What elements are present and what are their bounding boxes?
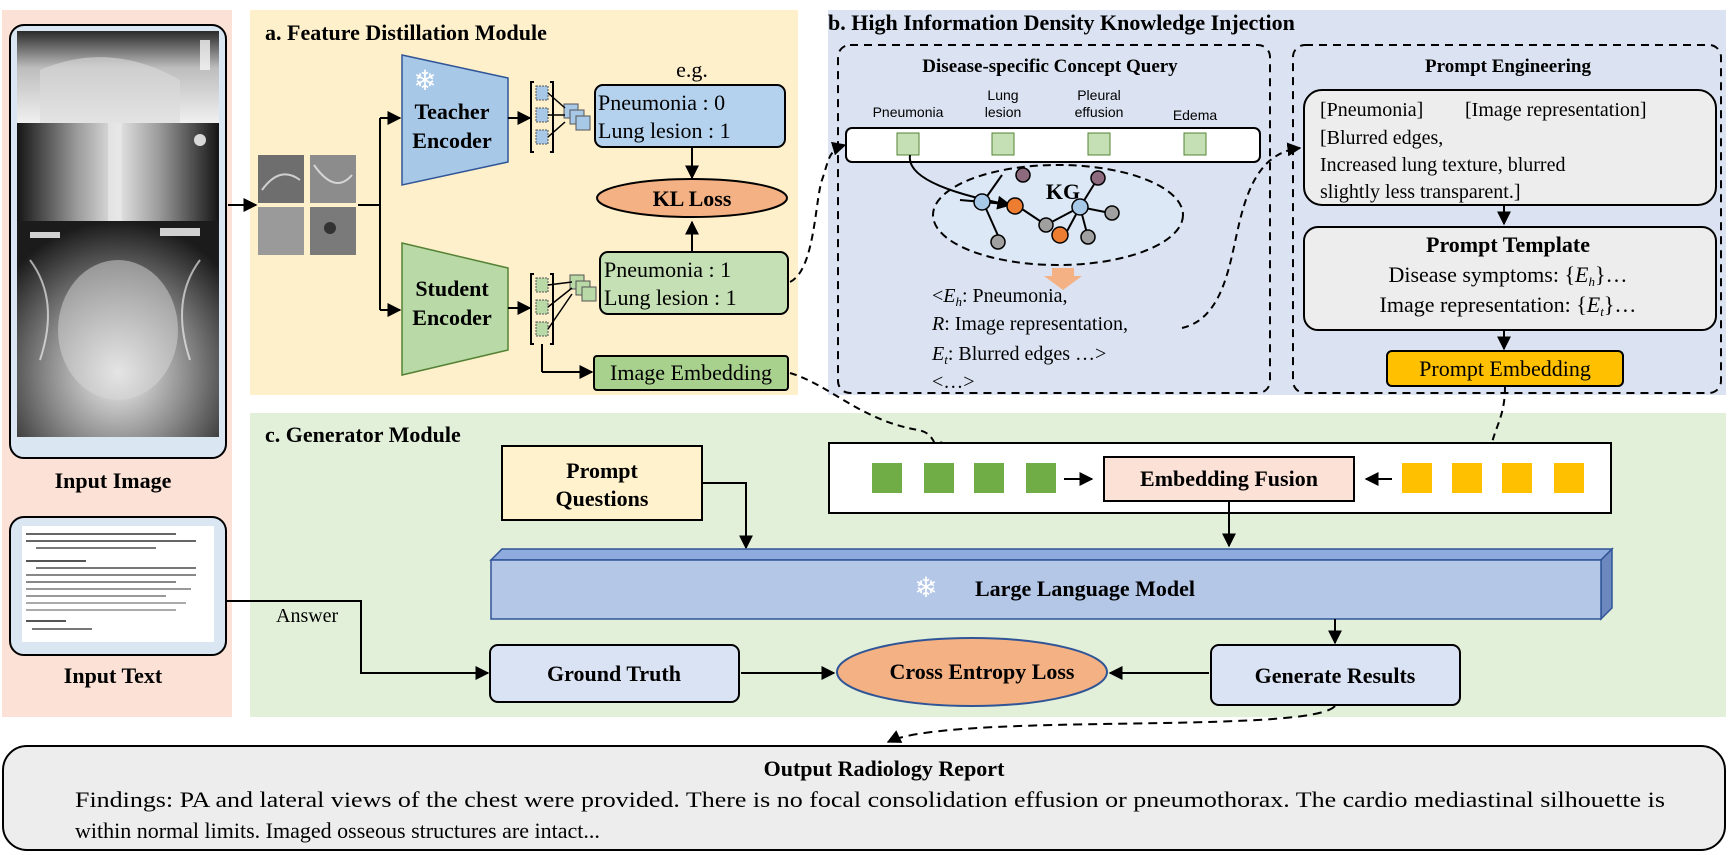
knowledge-module-title: b. High Information Density Knowledge In… <box>828 10 1295 35</box>
chest-xray-image-3 <box>17 221 219 437</box>
arrow-prompt-questions-to-llm <box>703 482 753 550</box>
arrow-student-to-concept-query <box>789 141 847 283</box>
image-token-3 <box>974 463 1004 493</box>
prompt-template-box <box>1303 226 1717 331</box>
prompt-token-2 <box>1452 463 1482 493</box>
prompt-text-line3: Increased lung texture, blurred <box>1320 154 1565 176</box>
teacher-prediction-box <box>594 84 786 148</box>
student-prediction-box <box>599 251 789 315</box>
snowflake-icon: ❄ <box>914 572 937 603</box>
concept-pleural-effusion-line2: effusion <box>1075 104 1124 120</box>
answer-label: Answer <box>276 605 339 627</box>
concept-pleural-effusion-line1: Pleural <box>1077 87 1121 103</box>
concept-token-pleural-effusion <box>1087 132 1111 156</box>
teacher-prediction-lung-lesion: Lung lesion : 1 <box>598 118 731 143</box>
output-report-line1: Findings: PA and lateral views of the ch… <box>75 787 1665 812</box>
prompt-questions-label-line1: Prompt <box>566 458 638 483</box>
embedding-fusion-label: Embedding Fusion <box>1140 466 1318 491</box>
snowflake-icon: ❄ <box>413 65 436 96</box>
prompt-template-title: Prompt Template <box>1426 232 1590 257</box>
input-image-label: Input Image <box>55 468 172 493</box>
teacher-prediction-pneumonia: Pneumonia : 0 <box>598 90 725 115</box>
arrow-image-embedding-to-fusion <box>789 372 943 457</box>
prompt-engineering-box <box>1292 44 1722 394</box>
student-prediction-lung-lesion: Lung lesion : 1 <box>604 285 737 310</box>
prompt-text-line2: [Blurred edges, <box>1320 127 1443 149</box>
example-label: e.g. <box>676 57 708 82</box>
concept-query-title: Disease-specific Concept Query <box>922 56 1178 77</box>
student-feature-tokens <box>530 273 597 379</box>
teacher-encoder-label-line2: Encoder <box>412 128 492 153</box>
image-embedding-box <box>593 355 789 391</box>
input-text-label: Input Text <box>64 663 163 688</box>
teacher-encoder <box>401 54 509 186</box>
prompt-engineering-title: Prompt Engineering <box>1425 56 1591 77</box>
image-patches <box>258 155 356 255</box>
arrow-input-text-to-ground-truth <box>226 600 490 680</box>
cross-entropy-loss-label: Cross Entropy Loss <box>889 659 1074 684</box>
prompt-template-line2: Image representation: {Et}… <box>1380 292 1637 319</box>
input-text-document <box>22 526 214 642</box>
output-report-title: Output Radiology Report <box>764 756 1005 781</box>
concept-token-lung-lesion <box>991 132 1015 156</box>
concept-lung-lesion-line2: lesion <box>985 104 1022 120</box>
triple-head: <Eh: Pneumonia, <box>932 285 1068 309</box>
llm-label: Large Language Model <box>975 576 1195 601</box>
concept-query-box <box>837 44 1271 394</box>
kl-loss-label: KL Loss <box>653 186 732 211</box>
generate-results-label: Generate Results <box>1255 663 1416 688</box>
triple-tail: Et: Blurred edges …> <box>931 343 1106 367</box>
kg-nodes <box>973 167 1120 250</box>
prompt-text-line1b: [Image representation] <box>1465 99 1647 121</box>
output-report-line2: within normal limits. Imaged osseous str… <box>75 818 600 843</box>
concept-token-edema <box>1183 132 1207 156</box>
prompt-token-4 <box>1554 463 1584 493</box>
prompt-text-box <box>1303 89 1717 206</box>
large-language-model <box>489 547 1614 621</box>
concept-pneumonia: Pneumonia <box>873 104 944 120</box>
teacher-encoder-label-line1: Teacher <box>415 99 490 124</box>
arrow-results-to-report <box>886 705 1336 743</box>
prompt-text-line1a: [Pneumonia] <box>1320 99 1423 121</box>
kg-down-arrow-icon <box>1044 268 1082 290</box>
teacher-feature-tokens <box>530 81 591 153</box>
kg-label: KG <box>1046 179 1080 204</box>
chest-xray-image-1 <box>17 31 219 124</box>
prompt-token-1 <box>1402 463 1432 493</box>
prompt-questions-box <box>501 445 703 521</box>
triple-more: <…> <box>932 371 975 393</box>
student-encoder-label-line2: Encoder <box>412 305 492 330</box>
prompt-text-line4: slightly less transparent.] <box>1320 181 1521 203</box>
arrow-patches-to-encoders <box>358 111 402 317</box>
concept-edema: Edema <box>1173 107 1218 123</box>
cross-entropy-loss <box>836 637 1108 707</box>
student-encoder <box>401 242 509 376</box>
prompt-embedding-label: Prompt Embedding <box>1419 356 1591 381</box>
ground-truth-label: Ground Truth <box>547 661 681 686</box>
image-embedding-label: Image Embedding <box>610 360 772 385</box>
generate-results-box <box>1210 644 1461 706</box>
ground-truth-box <box>489 644 740 703</box>
image-token-4 <box>1026 463 1056 493</box>
concept-token-pneumonia <box>896 132 920 156</box>
kl-loss <box>596 178 788 218</box>
image-token-1 <box>872 463 902 493</box>
image-token-2 <box>924 463 954 493</box>
prompt-token-3 <box>1502 463 1532 493</box>
output-report-box <box>2 745 1726 851</box>
embedding-fusion-box <box>1103 456 1355 502</box>
concept-lung-lesion-line1: Lung <box>987 87 1018 103</box>
student-prediction-pneumonia: Pneumonia : 1 <box>604 257 731 282</box>
chest-xray-image-2 <box>17 123 219 221</box>
student-encoder-label-line1: Student <box>415 276 489 301</box>
triple-relation: R: Image representation, <box>931 313 1128 335</box>
prompt-questions-label-line2: Questions <box>556 486 649 511</box>
generator-module-title: c. Generator Module <box>265 422 461 447</box>
concept-token-bar <box>845 127 1261 163</box>
prompt-embedding-box <box>1386 350 1624 387</box>
prompt-template-line1: Disease symptoms: {Eh}… <box>1388 262 1627 289</box>
feature-module-title: a. Feature Distillation Module <box>265 20 547 45</box>
